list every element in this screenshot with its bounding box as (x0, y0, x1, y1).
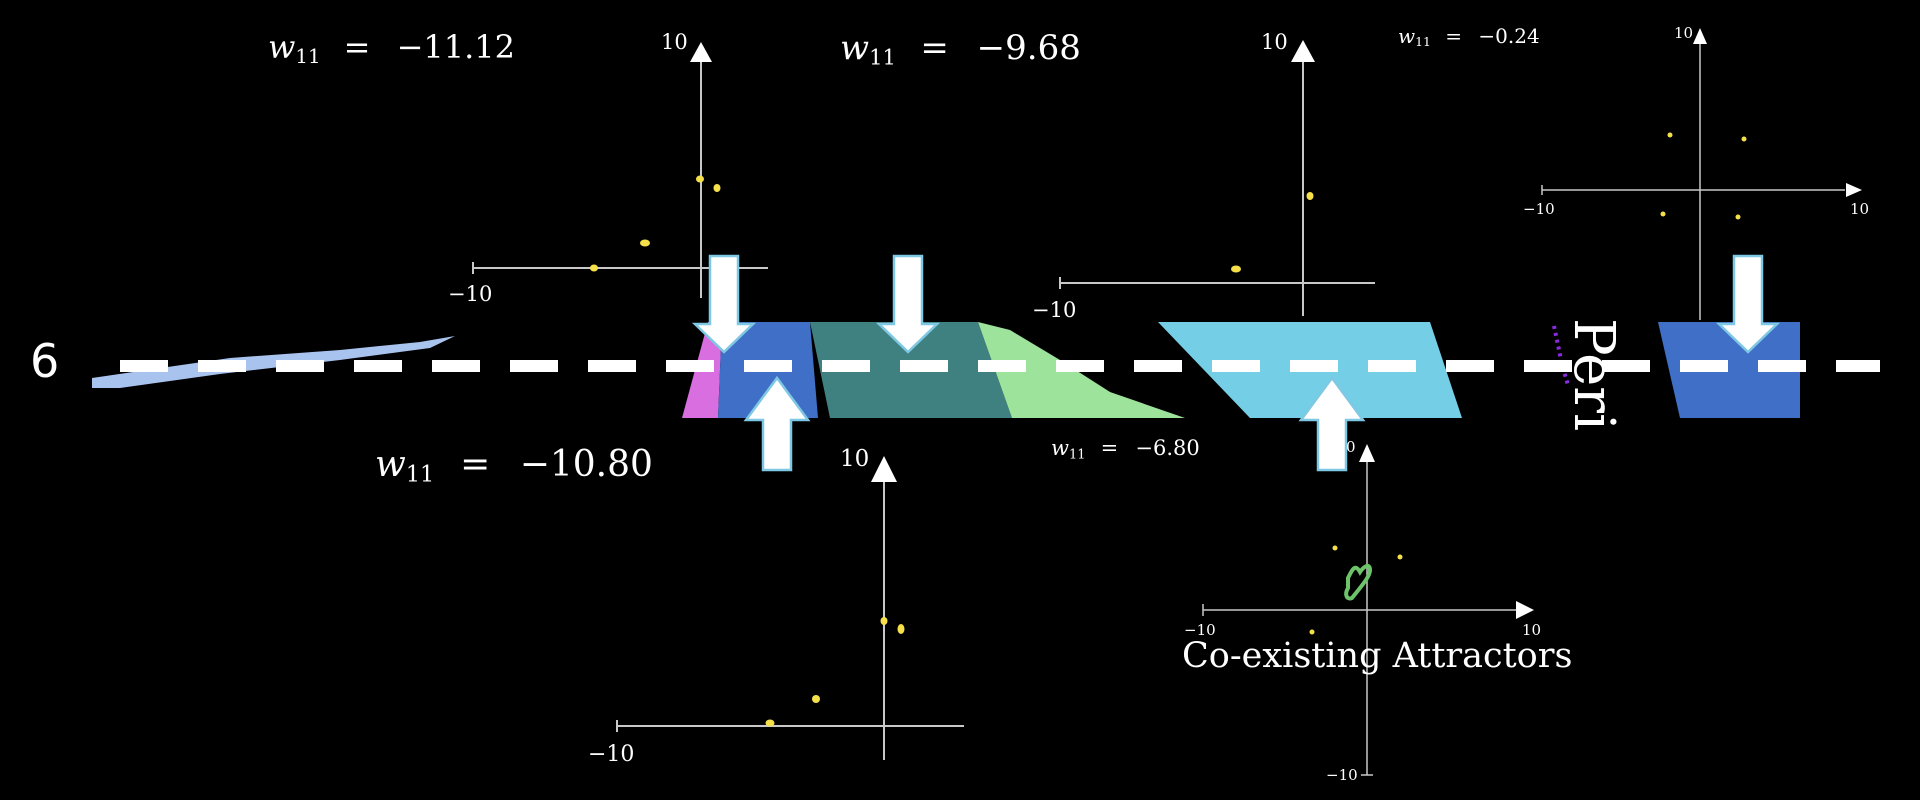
weight-label-3: w11 = −0.24 (1398, 24, 1540, 49)
point (1306, 192, 1314, 200)
point (812, 695, 820, 703)
point (640, 239, 650, 247)
tick-label: −10 (588, 742, 635, 767)
attractor-points-4 (765, 617, 905, 727)
y-axis-arrowhead (871, 456, 897, 482)
eq-var: w (840, 28, 870, 68)
tick-label: 10 (1674, 24, 1694, 42)
attractor-points-2 (1231, 192, 1314, 273)
attractor-points-5 (1309, 545, 1403, 635)
eq-sub: 11 (1415, 34, 1431, 50)
limit-cycle-orbit (1344, 563, 1373, 601)
eq-value: −10.80 (519, 444, 653, 485)
axis-value-label: 6 (30, 334, 60, 388)
down-arrow-icon (691, 254, 757, 354)
eq-var: w (375, 444, 406, 485)
up-arrow-icon (743, 375, 811, 472)
eq-sub: 11 (405, 461, 435, 488)
weight-label-4: w11 = −10.80 (375, 444, 653, 488)
weight-label-2: w11 = −9.68 (840, 28, 1081, 69)
eq-var: w (1398, 24, 1416, 48)
point (1309, 629, 1315, 635)
eq-sign: = (920, 28, 949, 68)
attractor-points-3 (1660, 132, 1747, 220)
eq-sign: = (1100, 436, 1119, 460)
down-arrow-icon (1715, 254, 1781, 354)
phase-plot-4 (616, 480, 964, 760)
eq-sub: 11 (869, 44, 896, 70)
tick-label: 0 (1346, 438, 1356, 456)
partial-label: Peri (1561, 318, 1626, 431)
eq-sign: = (1445, 24, 1463, 48)
y-axis-arrowhead (690, 42, 712, 62)
eq-value: −6.80 (1135, 436, 1200, 460)
purple-edge (1552, 325, 1570, 386)
point (1660, 211, 1666, 217)
eq-value: −9.68 (976, 28, 1081, 68)
tick-label: 10 (1850, 200, 1870, 218)
point (1397, 554, 1403, 560)
point (880, 617, 888, 625)
band-blue-2 (1658, 322, 1800, 418)
point (696, 175, 704, 183)
tick-label: −10 (1523, 200, 1555, 218)
eq-var: w (1051, 436, 1069, 460)
x-axis-arrowhead (1846, 183, 1862, 197)
tick-label: 10 (1522, 621, 1542, 639)
up-arrow-icon (1298, 375, 1366, 472)
eq-sign: = (343, 28, 371, 66)
eq-value: −11.12 (396, 28, 515, 66)
attractor-points-1 (590, 175, 721, 272)
eq-sub: 11 (295, 44, 321, 68)
tick-label: 10 (840, 446, 870, 472)
y-axis-arrowhead (1693, 28, 1707, 44)
band-green (978, 322, 1185, 418)
phase-plot-5 (1202, 455, 1522, 776)
y-axis-arrowhead (1359, 444, 1375, 462)
eq-sub: 11 (1068, 447, 1086, 463)
eq-var: w (268, 28, 296, 66)
point (590, 264, 598, 272)
weight-label-1: w11 = −11.12 (268, 28, 515, 68)
x-axis-arrowhead (1516, 601, 1534, 619)
phase-plot-3 (1541, 40, 1845, 320)
point (897, 624, 905, 634)
point (1332, 545, 1338, 551)
y-axis-arrowhead (1291, 40, 1315, 62)
tick-label: 10 (1261, 30, 1288, 54)
tick-label: −10 (1326, 766, 1358, 784)
point (1231, 265, 1241, 273)
sliver-band (92, 336, 455, 388)
point (1741, 136, 1747, 142)
eq-sign: = (460, 444, 491, 485)
tick-label: −10 (1032, 298, 1077, 322)
caption: Co-existing Attractors (1182, 636, 1573, 676)
tick-label: −10 (1184, 621, 1216, 639)
point (765, 719, 775, 727)
point (1667, 132, 1673, 138)
tick-label: −10 (448, 282, 493, 306)
tick-label: 10 (661, 30, 688, 54)
point (1735, 214, 1741, 220)
point (713, 184, 721, 192)
phase-plot-2 (1059, 60, 1375, 316)
eq-value: −0.24 (1478, 24, 1540, 48)
weight-label-5: w11 = −6.80 (1051, 436, 1200, 462)
down-arrow-icon (875, 254, 941, 354)
